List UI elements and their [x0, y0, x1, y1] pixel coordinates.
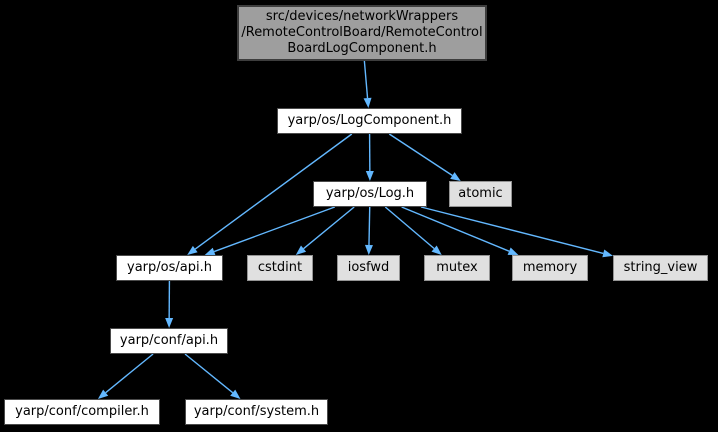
graph-node-conf_system_h[interactable]: yarp/conf/system.h — [185, 399, 328, 425]
graph-node-label: memory — [522, 260, 578, 275]
graph-node-log_component_h[interactable]: yarp/os/LogComponent.h — [277, 108, 462, 134]
graph-node-label: cstdint — [257, 260, 303, 275]
graph-node-label: src/devices/networkWrappers /RemoteContr… — [241, 9, 483, 56]
graph-node-label: yarp/conf/api.h — [119, 333, 219, 348]
graph-node-label: yarp/os/LogComponent.h — [287, 113, 452, 128]
edge-root-to-log_component_h — [363, 60, 369, 99]
graph-node-label: yarp/conf/system.h — [193, 404, 320, 419]
edge-log_h-to-iosfwd — [368, 206, 371, 246]
graph-node-log_h[interactable]: yarp/os/Log.h — [313, 181, 427, 207]
graph-node-conf_api_h[interactable]: yarp/conf/api.h — [110, 328, 228, 354]
edge-arrowhead-conf_api_h-to-conf_compiler_h — [97, 389, 109, 399]
edge-log_h-to-os_api_h — [213, 206, 336, 253]
edge-conf_api_h-to-conf_compiler_h — [105, 353, 154, 394]
edge-arrowhead-conf_api_h-to-conf_system_h — [230, 389, 241, 399]
graph-node-os_api_h[interactable]: yarp/os/api.h — [116, 255, 223, 281]
edge-arrowhead-log_h-to-mutex — [431, 245, 442, 255]
graph-node-label: mutex — [436, 260, 478, 275]
edge-conf_api_h-to-conf_system_h — [184, 353, 234, 394]
edge-arrowhead-log_component_h-to-os_api_h — [187, 245, 198, 255]
edge-arrowhead-log_h-to-string_view — [602, 249, 613, 258]
graph-node-cstdint: cstdint — [247, 255, 313, 281]
edge-arrowhead-log_component_h-to-atomic — [450, 172, 461, 181]
graph-node-label: yarp/conf/compiler.h — [15, 404, 149, 419]
edge-log_h-to-string_view — [420, 206, 604, 255]
edge-log_h-to-cstdint — [303, 206, 355, 250]
graph-node-conf_compiler_h[interactable]: yarp/conf/compiler.h — [4, 399, 160, 425]
edge-log_component_h-to-atomic — [388, 133, 453, 177]
graph-node-label: yarp/os/Log.h — [325, 186, 415, 201]
graph-node-label: iosfwd — [347, 260, 390, 275]
edge-log_h-to-mutex — [384, 206, 435, 250]
edge-arrowhead-log_component_h-to-log_h — [365, 170, 374, 181]
edge-arrowhead-log_h-to-os_api_h — [204, 247, 216, 256]
graph-node-iosfwd: iosfwd — [337, 255, 400, 281]
edge-arrowhead-os_api_h-to-conf_api_h — [165, 317, 174, 328]
graph-node-mutex: mutex — [424, 255, 490, 281]
graph-node-label: atomic — [458, 186, 503, 201]
edge-arrowhead-root-to-log_component_h — [363, 97, 372, 108]
edge-log_h-to-memory — [401, 206, 510, 252]
edge-arrowhead-log_h-to-memory — [507, 247, 519, 255]
edge-log_component_h-to-os_api_h — [194, 133, 353, 250]
graph-node-atomic: atomic — [449, 181, 512, 207]
graph-node-label: string_view — [623, 260, 698, 275]
edge-arrowhead-log_h-to-iosfwd — [364, 244, 373, 255]
graph-node-label: yarp/os/api.h — [127, 260, 212, 275]
graph-node-string_view: string_view — [613, 255, 708, 281]
graph-node-root: src/devices/networkWrappers /RemoteContr… — [237, 5, 487, 61]
edge-arrowhead-log_h-to-cstdint — [295, 245, 307, 255]
graph-node-memory: memory — [512, 255, 588, 281]
